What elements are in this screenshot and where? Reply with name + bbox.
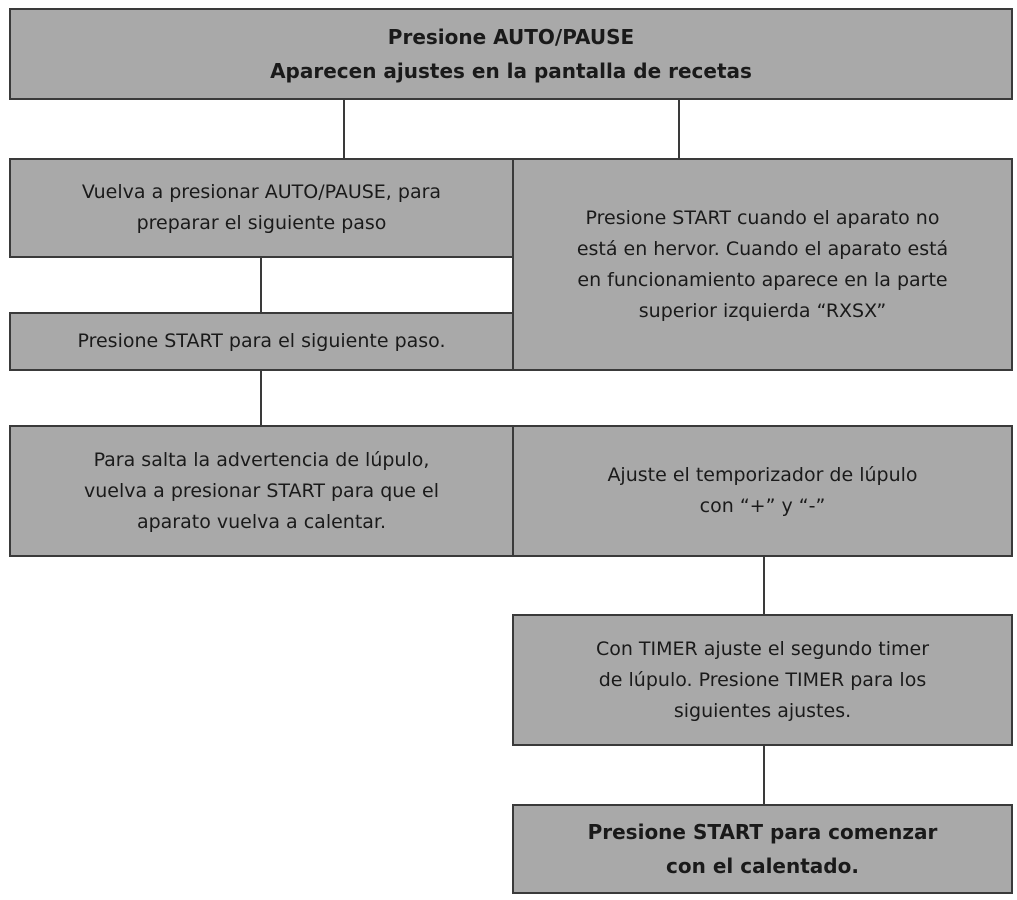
connector-start-to-press-start [678,98,680,160]
node-skip-hop-warning: Para salta la advertencia de lúpulo, vue… [9,425,514,557]
connector-adjust-timer-to-second-timer [763,555,765,615]
node-press-start-next-step: Presione START para el siguiente paso. [9,312,514,371]
node-start-heating: Presione START para comenzar con el cale… [512,804,1013,894]
node-start-heating-line2: con el calentado. [666,854,859,878]
node-second-timer-line3: siguientes ajustes. [673,699,852,722]
node-press-start-line4: superior izquierda “RXSX” [638,299,887,322]
node-next-step-line1: Presione START para el siguiente paso. [77,330,446,352]
node-press-start-not-boiling: Presione START cuando el aparato no está… [512,158,1013,371]
node-second-hop-timer: Con TIMER ajuste el segundo timer de lúp… [512,614,1013,746]
node-adjust-timer-line1: Ajuste el temporizador de lúpulo [607,464,918,486]
node-press-start-line1: Presione START cuando el aparato no [585,206,940,229]
connector-next-step-to-skip-warning [260,369,262,427]
node-second-timer-line2: de lúpulo. Presione TIMER para los [598,668,927,691]
node-press-again-line2: preparar el siguiente paso [136,212,387,234]
node-press-auto-pause: Presione AUTO/PAUSE Aparecen ajustes en … [9,8,1013,100]
node-skip-warning-line1: Para salta la advertencia de lúpulo, [93,448,430,471]
node-skip-warning-line2: vuelva a presionar START para que el [84,479,439,502]
connector-second-timer-to-start-heating [763,744,765,806]
node-adjust-hop-timer: Ajuste el temporizador de lúpulo con “+”… [512,425,1013,557]
node-press-start-line3: en funcionamiento aparece en la parte [577,268,948,291]
node-start-heating-line1: Presione START para comenzar [587,820,938,844]
connector-start-to-press-again [343,98,345,160]
connector-press-again-to-next-step [260,256,262,313]
node-press-again-line1: Vuelva a presionar AUTO/PAUSE, para [81,181,442,203]
node-start-line2: Aparecen ajustes en la pantalla de recet… [270,59,752,83]
node-skip-warning-line3: aparato vuelva a calentar. [136,510,387,533]
node-press-start-line2: está en hervor. Cuando el aparato está [576,237,949,260]
node-start-line1: Presione AUTO/PAUSE [387,25,635,49]
node-second-timer-line1: Con TIMER ajuste el segundo timer [595,637,930,660]
node-press-auto-pause-again: Vuelva a presionar AUTO/PAUSE, para prep… [9,158,514,258]
node-adjust-timer-line2: con “+” y “-” [699,495,826,517]
